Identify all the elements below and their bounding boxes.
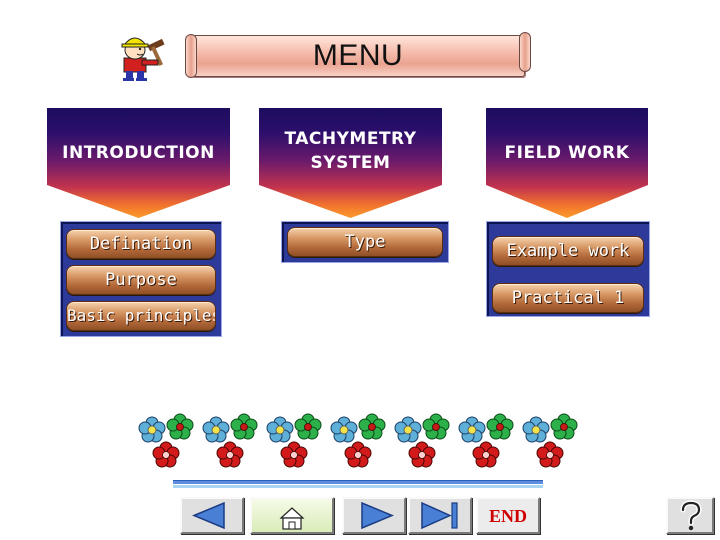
end-button[interactable]: END [476,497,540,534]
back-button[interactable] [180,497,244,534]
flower-decoration-icon [130,405,590,475]
type-button[interactable]: Type [287,227,443,257]
introduction-button-panel: Defination Purpose Basic principles [60,221,222,337]
section-header-introduction: INTRODUCTION [47,108,230,218]
example-work-button[interactable]: Example work [492,236,644,266]
section-header-label-line-1: TACHYMETRY [284,129,417,149]
divider-line [173,480,543,484]
purpose-button[interactable]: Purpose [66,265,216,295]
last-slide-button[interactable] [408,497,472,534]
section-header-tachymetry-system: TACHYMETRY SYSTEM [259,108,442,218]
back-arrow-icon [192,501,225,530]
next-arrow-icon [361,501,394,530]
next-button[interactable] [342,497,406,534]
divider-line-light [173,485,543,488]
home-icon [279,507,305,530]
section-header-field-work: FIELD WORK [486,108,648,218]
section-header-label-line-2: SYSTEM [310,153,391,173]
scroll-body [191,35,525,77]
tachymetry-button-panel: Type [281,221,449,263]
field-work-button-panel: Example work Practical 1 [486,221,650,317]
section-header-label: FIELD WORK [504,143,630,163]
menu-title-scroll: MENU [183,30,533,80]
defination-button[interactable]: Defination [66,229,216,259]
help-button[interactable] [666,497,714,534]
construction-worker-icon [118,32,174,82]
scroll-left-curl [185,34,197,78]
scroll-right-curl [519,32,531,72]
end-label: END [488,506,527,526]
help-question-icon [680,500,702,531]
page-title: MENU [312,39,404,72]
home-button[interactable] [250,497,334,534]
section-header-label: INTRODUCTION [62,143,215,163]
last-slide-icon [421,501,458,530]
basic-principles-button[interactable]: Basic principles [66,301,216,331]
practical-1-button[interactable]: Practical 1 [492,283,644,313]
